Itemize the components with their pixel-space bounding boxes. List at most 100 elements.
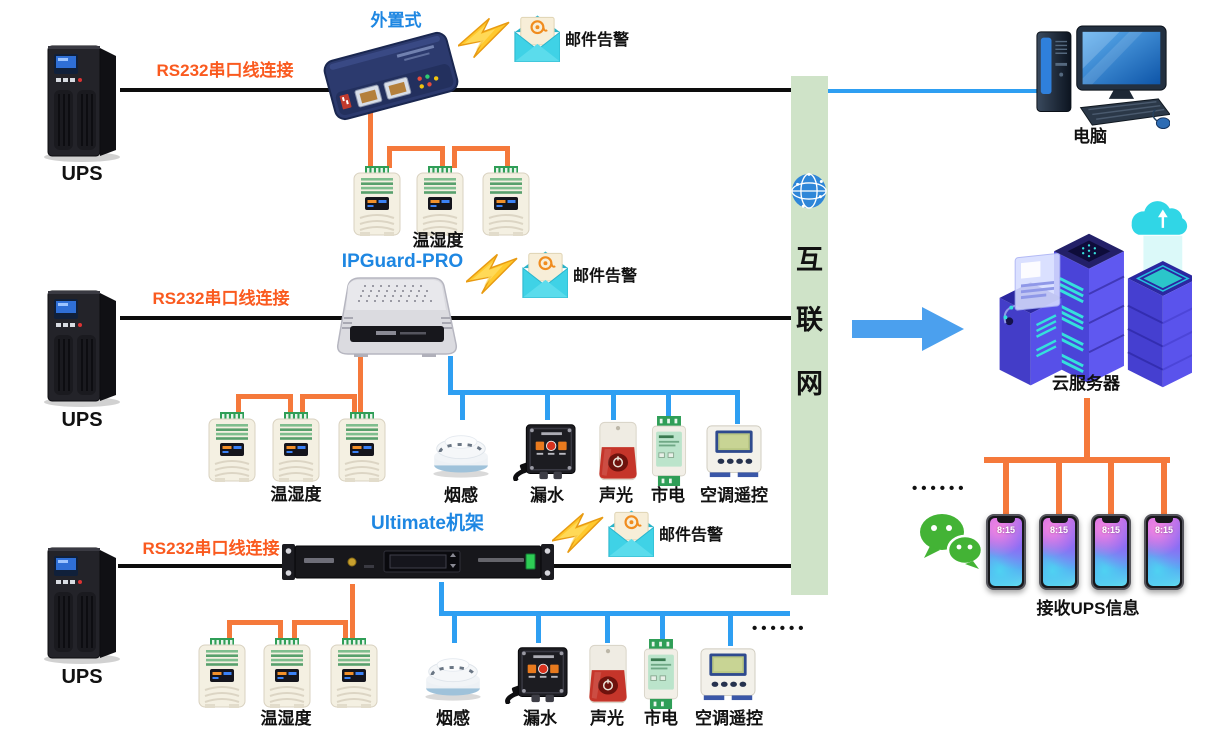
- smoke-sensor: [430, 421, 492, 478]
- phone-time: 8:15: [1049, 525, 1068, 535]
- sensor-cable: [288, 394, 293, 412]
- sensor-bus: [448, 356, 453, 394]
- internet-label-char: 互: [796, 245, 823, 275]
- email-alert-row3: 邮件告警: [552, 505, 723, 561]
- rs232-label: RS232串口线连接: [156, 61, 294, 80]
- sensor-cable: [387, 146, 445, 151]
- temp-humidity-sensor: [207, 412, 257, 482]
- sensor-bus: [728, 611, 733, 646]
- temp-humidity-sensor: [271, 412, 321, 482]
- temp-humidity-sensor: [481, 166, 531, 236]
- temp-humidity-sensor: [197, 638, 247, 708]
- email-alert-label: 邮件告警: [573, 268, 638, 285]
- ups-label: UPS: [61, 163, 103, 185]
- internet-bar: [791, 76, 828, 595]
- sensor-cable: [352, 394, 357, 412]
- sensor-bus: [660, 611, 665, 641]
- sensor-bus: [611, 390, 616, 420]
- cloud-to-phones-cable: [1003, 457, 1009, 514]
- rs232-label: RS232串口线连接: [152, 289, 290, 308]
- sensor-cable: [452, 146, 510, 151]
- sensor-cable: [350, 584, 355, 638]
- phone-notch-icon: [997, 518, 1015, 523]
- more-sensors-ellipsis: ••••••: [752, 620, 808, 637]
- ups-label: UPS: [61, 666, 103, 688]
- ipguard-pro-device: [314, 270, 476, 360]
- sensor-cable: [236, 394, 293, 399]
- sensor-cable: [368, 110, 373, 168]
- computer-label: 电脑: [1073, 127, 1107, 146]
- device-label-ultimate: Ultimate机架: [371, 513, 484, 534]
- sensor-cable: [452, 146, 457, 168]
- cloud-to-phones-cable: [1161, 457, 1167, 514]
- device-label-external: 外置式: [370, 11, 422, 30]
- phone-notch-icon: [1155, 518, 1173, 523]
- sensor-label: 空调遥控: [700, 486, 768, 505]
- email-alert-row2: 邮件告警: [466, 246, 637, 302]
- desktop-computer: [1034, 24, 1170, 131]
- sensor-label: 漏水: [523, 709, 557, 728]
- lightning-email-icon: [466, 246, 568, 302]
- sensor-label: 声光: [599, 486, 633, 505]
- sensor-bus: [452, 611, 457, 643]
- temp-humidity-label: 温湿度: [270, 485, 322, 504]
- internet-label-char: 网: [796, 369, 823, 399]
- sensor-bus: [460, 390, 465, 420]
- sensor-bus: [439, 582, 444, 616]
- sensor-cable: [292, 620, 297, 638]
- sensor-label: 市电: [651, 486, 685, 505]
- sensor-cable: [440, 146, 445, 168]
- cloud-server-label: 云服务器: [1052, 374, 1120, 393]
- sensor-cable: [300, 394, 357, 399]
- sensor-cable: [300, 394, 305, 412]
- water-leak-sensor: [505, 644, 571, 704]
- sensor-bus: [735, 390, 740, 424]
- ups-tower: [40, 540, 124, 664]
- sensor-cable: [227, 620, 283, 625]
- cloud-to-phones-cable: [984, 457, 1170, 463]
- sensor-bus: [666, 390, 671, 418]
- ups-tower: [40, 283, 124, 407]
- phone-screen: 8:15: [1095, 518, 1127, 586]
- ups-label: UPS: [61, 409, 103, 431]
- temp-humidity-sensor: [262, 638, 312, 708]
- sensor-bus: [605, 611, 610, 643]
- phone-time: 8:15: [1101, 525, 1120, 535]
- sensor-cable: [343, 620, 348, 638]
- lightning-email-icon: [458, 10, 560, 66]
- more-phones-ellipsis: ••••••: [912, 480, 968, 497]
- external-adapter-device: [320, 28, 462, 123]
- phone-notch-icon: [1102, 518, 1120, 523]
- lightning-email-icon: [552, 505, 654, 561]
- device-label-ipguard: IPGuard-PRO: [341, 251, 464, 272]
- sensor-bus: [545, 390, 550, 420]
- sensor-cable: [236, 394, 241, 412]
- mains-power-sensor: [649, 416, 689, 486]
- sensor-bus: [448, 390, 740, 395]
- temp-humidity-sensor: [337, 412, 387, 482]
- ac-remote-controller: [699, 647, 757, 701]
- temp-humidity-sensor: [415, 166, 465, 236]
- cloud-server-illustration: [986, 196, 1192, 392]
- phone-notch-icon: [1050, 518, 1068, 523]
- phone-screen: 8:15: [1043, 518, 1075, 586]
- sensor-bus: [439, 611, 790, 616]
- phone-screen: 8:15: [990, 518, 1022, 586]
- sensor-label: 声光: [590, 709, 624, 728]
- water-leak-sensor: [513, 421, 579, 481]
- temp-humidity-sensor: [329, 638, 379, 708]
- smartphone: 8:15: [1091, 514, 1131, 590]
- smoke-sensor: [422, 644, 484, 701]
- email-alert-row1: 邮件告警: [458, 10, 629, 66]
- smartphone: 8:15: [1144, 514, 1184, 590]
- rs232-cable-row2: [120, 316, 793, 320]
- sensor-cable: [292, 620, 348, 625]
- sensor-label: 烟感: [436, 709, 470, 728]
- ultimate-rack-device: [282, 538, 554, 586]
- temp-humidity-sensor: [352, 166, 402, 236]
- phone-time: 8:15: [1154, 525, 1173, 535]
- mains-power-sensor: [641, 639, 681, 709]
- right-arrow-icon: [852, 305, 964, 353]
- smartphone: 8:15: [1039, 514, 1079, 590]
- sensor-label: 烟感: [444, 486, 478, 505]
